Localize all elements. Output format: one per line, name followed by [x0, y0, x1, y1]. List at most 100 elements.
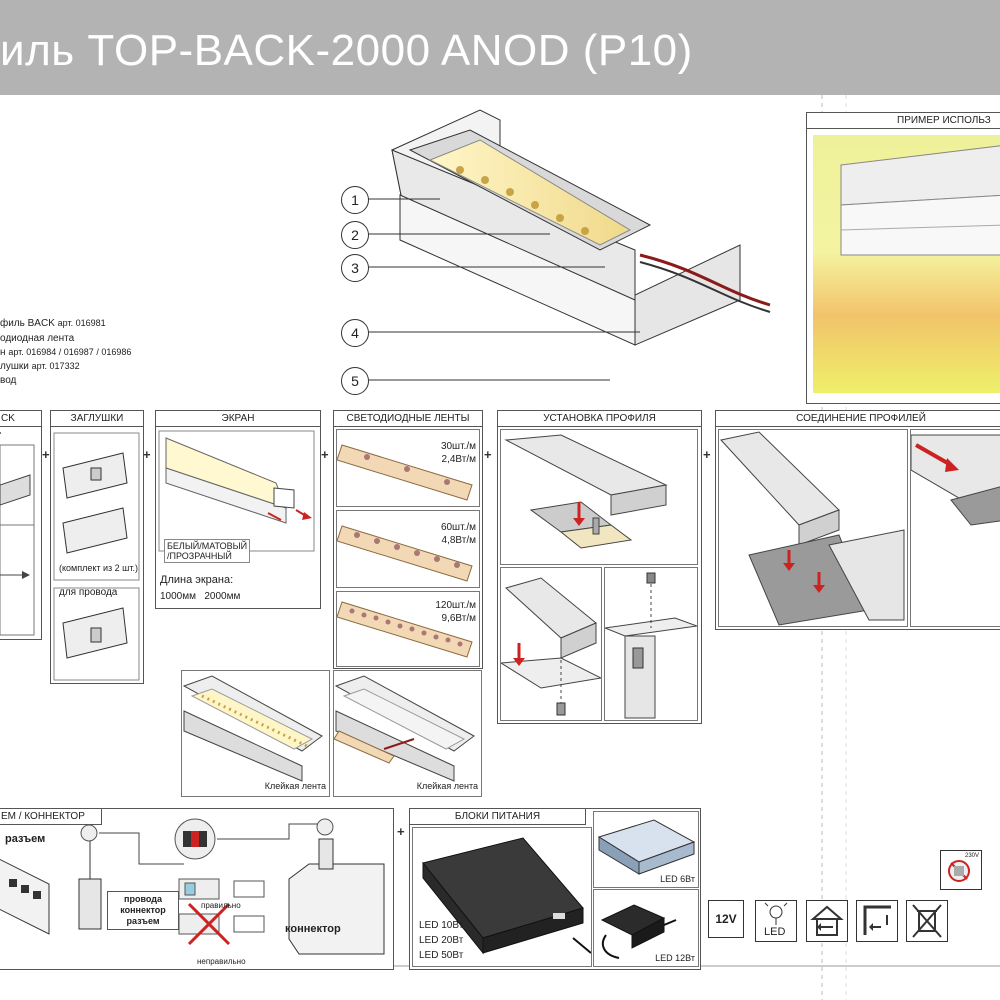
- caps-panel: ЗАГЛУШКИ (комплект из 2 шт.) для провода: [50, 410, 144, 684]
- v230-label: 230V: [964, 853, 979, 859]
- connector-label: коннектор: [285, 923, 341, 935]
- back-image-top: [0, 432, 1, 434]
- led-strip-30-image: [337, 444, 473, 501]
- led-icon-label: LED: [764, 926, 786, 938]
- joining-panel: СОЕДИНЕНИЕ ПРОФИЛЕЙ: [715, 410, 1000, 630]
- callout-4: 4: [341, 319, 369, 347]
- wires-line-3: разъем: [126, 916, 160, 926]
- joining-title: СОЕДИНЕНИЕ ПРОФИЛЕЙ: [716, 411, 1000, 427]
- led-50w-label: LED 50Вт: [419, 950, 464, 961]
- legend-item-1: филь BACK арт. 016981: [0, 318, 106, 329]
- screen-type-label: БЕЛЫЙ/МАТОВЫЙ /ПРОЗРАЧНЫЙ: [164, 539, 251, 563]
- led-strip-120-image: [337, 601, 473, 658]
- callout-3: 3: [341, 254, 369, 282]
- legend-item-2: одиодная лента: [0, 333, 75, 344]
- corner-mount-graphic: [863, 905, 891, 935]
- connector-title: ЕМ / КОННЕКТОР: [0, 809, 102, 825]
- wrong-label: неправильно: [197, 957, 246, 966]
- legend-item-4: лушки арт. 017332: [0, 361, 80, 372]
- power-supply-main-image: [422, 837, 591, 955]
- led-12w-label: LED 12Вт: [655, 953, 695, 963]
- joining-step-1-image: [720, 431, 905, 626]
- installation-step-1-image: [504, 434, 668, 549]
- tape-closeup-2: Клейкая лента: [333, 670, 482, 797]
- installation-step-1: [500, 429, 698, 565]
- led-20w-label: LED 20Вт: [419, 935, 464, 946]
- power-supply-title: БЛОКИ ПИТАНИЯ: [410, 809, 586, 825]
- installation-panel: УСТАНОВКА ПРОФИЛЯ: [497, 410, 702, 724]
- tape-label-2: Клейкая лента: [416, 781, 478, 791]
- plus-sign: +: [484, 447, 492, 462]
- led-bulb-icon: LED: [755, 900, 797, 942]
- power-supply-main: LED 10Вт LED 20Вт LED 50Вт: [412, 827, 592, 967]
- tape-closeup-1-image: [182, 675, 323, 782]
- led-strip-30: 30шт./м 2,4Вт/м: [336, 429, 480, 507]
- indoor-use-icon: [806, 900, 848, 942]
- callout-5: 5: [341, 367, 369, 395]
- caps-panel-title: ЗАГЛУШКИ: [51, 411, 143, 427]
- joining-step-2: [910, 429, 1000, 627]
- led-strip-60-power: 4,8Вт/м: [441, 535, 476, 546]
- connector-panel: ЕМ / КОННЕКТОР разъем провода коннектор …: [0, 808, 394, 970]
- connector-razem-label: разъем: [5, 833, 46, 845]
- back-profile-image: [0, 444, 35, 636]
- power-supply-6w-image: [597, 819, 696, 875]
- power-supply-12w: LED 12Вт: [593, 889, 699, 967]
- tape-closeup-2-image: [334, 675, 475, 782]
- screen-panel-title: ЭКРАН: [156, 411, 320, 427]
- weee-bin-graphic: [912, 904, 942, 938]
- voltage-12v-icon: 12V: [708, 900, 744, 938]
- led-strip-120: 120шт./м 9,6Вт/м: [336, 591, 480, 667]
- installation-step-3: [604, 567, 698, 721]
- led-6w-label: LED 6Вт: [660, 874, 695, 884]
- corner-mount-icon: [856, 900, 898, 942]
- profile-exploded-illustration: [368, 109, 771, 381]
- led-strip-120-power: 9,6Вт/м: [441, 613, 476, 624]
- callout-1: 1: [341, 186, 369, 214]
- installation-title: УСТАНОВКА ПРОФИЛЯ: [498, 411, 701, 427]
- screen-image: [158, 430, 315, 552]
- indoor-use-graphic: [810, 905, 844, 936]
- installation-step-2-image: [501, 577, 601, 716]
- plus-sign: +: [321, 447, 329, 462]
- caps-image: [53, 432, 140, 681]
- example-usage-title: ПРИМЕР ИСПОЛЬЗ: [807, 113, 1000, 129]
- weee-bin-icon: [906, 900, 948, 942]
- screen-type-line-2: /ПРОЗРАЧНЫЙ: [167, 551, 232, 561]
- installation-step-3-image: [605, 572, 697, 719]
- installation-step-2: [500, 567, 602, 721]
- caps-wire-label: для провода: [59, 587, 118, 598]
- screen-panel: ЭКРАН БЕЛЫЙ/МАТОВЫЙ /ПРОЗРАЧНЫЙ Длина эк…: [155, 410, 321, 609]
- screen-type-line-1: БЕЛЫЙ/МАТОВЫЙ: [167, 541, 248, 551]
- no-230v-icon: 230V: [940, 850, 982, 890]
- caps-kit-label: (комплект из 2 шт.): [59, 563, 139, 573]
- connector-diagram: [0, 818, 385, 955]
- led-strip-60: 60шт./м 4,8Вт/м: [336, 510, 480, 588]
- correct-label: правильно: [201, 901, 241, 910]
- led-strip-30-power: 2,4Вт/м: [441, 454, 476, 465]
- led-strips-title: СВЕТОДИОДНЫЕ ЛЕНТЫ: [334, 411, 482, 427]
- no-230v-graphic: [948, 860, 970, 882]
- wires-line-2: коннектор: [120, 905, 166, 915]
- joining-step-2-image: [911, 434, 1000, 526]
- screen-lengths: 1000мм 2000мм: [160, 591, 241, 602]
- led-10w-label: LED 10Вт: [419, 920, 464, 931]
- plus-sign: +: [143, 447, 151, 462]
- header-bar: иль TOP-BACK-2000 ANOD (P10): [0, 0, 1000, 95]
- example-usage-image: [813, 135, 1000, 393]
- example-usage-panel: ПРИМЕР ИСПОЛЬЗ: [806, 112, 1000, 404]
- legend-item-3: н арт. 016984 / 016987 / 016986: [0, 347, 132, 358]
- power-supply-panel: БЛОКИ ПИТАНИЯ LED 10Вт LED 20Вт LED 50Вт…: [409, 808, 701, 970]
- plus-sign: +: [703, 447, 711, 462]
- page-title: иль TOP-BACK-2000 ANOD (P10): [0, 26, 693, 75]
- led-strip-60-image: [337, 525, 473, 582]
- joining-step-1: [718, 429, 908, 627]
- plus-sign: +: [397, 824, 405, 839]
- connector-wires-label: провода коннектор разъем: [107, 891, 179, 930]
- screen-length-label: Длина экрана:: [160, 574, 234, 586]
- wires-line-1: провода: [124, 894, 162, 904]
- tape-closeup-1: Клейкая лента: [181, 670, 330, 797]
- back-panel-title: CK: [0, 411, 41, 427]
- voltage-label: 12V: [715, 912, 737, 926]
- led-strip-30-density: 30шт./м: [440, 441, 476, 452]
